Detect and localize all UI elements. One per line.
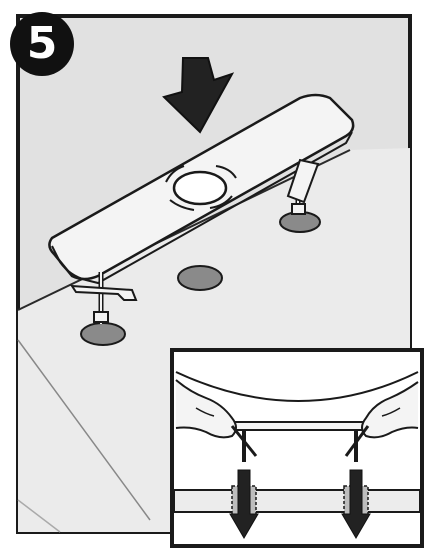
mounting-bolt-right xyxy=(286,158,320,215)
inset-arrow-right-icon xyxy=(341,469,371,539)
plate-center-hole xyxy=(172,170,228,206)
left-hand xyxy=(175,379,237,439)
counter-hole-left xyxy=(80,322,126,346)
mounting-bolt-left xyxy=(70,272,138,324)
deck-plate xyxy=(48,93,355,285)
inset-counter-slab xyxy=(173,489,421,513)
inset-deck-plate xyxy=(217,421,379,431)
step-badge xyxy=(10,12,74,76)
inset-arrow-left-icon xyxy=(229,469,259,539)
down-arrow-icon xyxy=(162,57,235,134)
countertop-front-edge-shade xyxy=(17,499,61,533)
step-number: 5 xyxy=(26,18,58,69)
inset-detail-panel xyxy=(170,348,424,548)
countertop-front-edge xyxy=(17,339,151,521)
counter-hole-center xyxy=(177,265,223,291)
right-hand xyxy=(361,381,419,439)
